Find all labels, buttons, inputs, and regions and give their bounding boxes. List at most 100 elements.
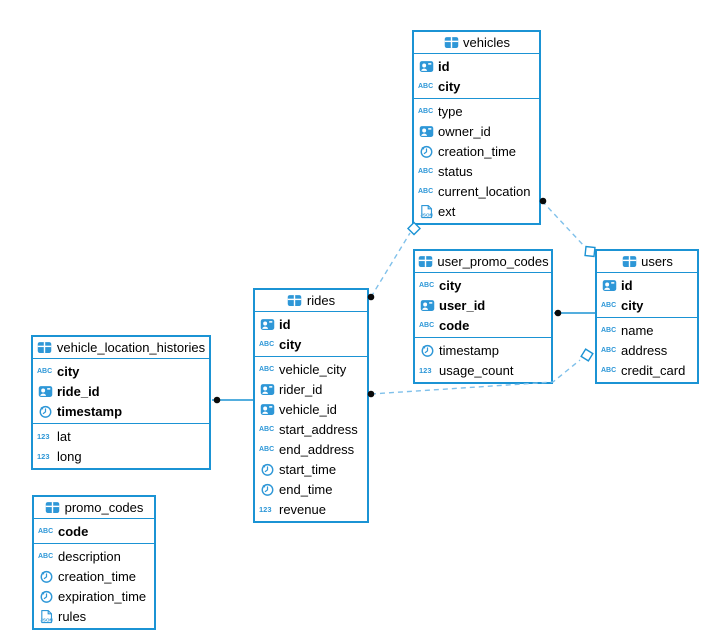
relation-dot-endpoint xyxy=(213,396,221,404)
field-row-creation_time[interactable]: creation_time xyxy=(414,141,539,161)
field-row-description[interactable]: ABC description xyxy=(34,546,154,566)
field-row-id[interactable]: id xyxy=(414,56,539,76)
field-name: ride_id xyxy=(57,383,100,399)
field-name: end_time xyxy=(279,481,333,497)
field-name: lat xyxy=(57,428,71,444)
field-row-city[interactable]: ABC city xyxy=(414,76,539,96)
table-title: rides xyxy=(306,293,336,308)
field-row-ride_id[interactable]: ride_id xyxy=(33,381,209,401)
field-name: start_time xyxy=(279,461,337,477)
field-row-start_time[interactable]: start_time xyxy=(255,459,367,479)
table-title: promo_codes xyxy=(64,500,144,515)
relation-line-vehicles-users[interactable] xyxy=(541,200,586,248)
abc-icon: ABC xyxy=(38,527,54,535)
clock-icon xyxy=(259,482,275,497)
field-row-vehicle_id[interactable]: vehicle_id xyxy=(255,399,367,419)
id-card-icon xyxy=(259,382,275,397)
field-row-timestamp[interactable]: timestamp xyxy=(33,401,209,421)
field-row-name[interactable]: ABC name xyxy=(597,320,697,340)
abc-icon: ABC xyxy=(259,425,275,433)
clock-icon xyxy=(38,589,54,604)
clock-icon xyxy=(38,569,54,584)
table-header[interactable]: user_promo_codes xyxy=(415,251,551,273)
field-row-type[interactable]: ABC type xyxy=(414,101,539,121)
clock-icon xyxy=(259,462,275,477)
field-row-end_time[interactable]: end_time xyxy=(255,479,367,499)
field-row-current_location[interactable]: ABC current_location xyxy=(414,181,539,201)
table-header[interactable]: vehicle_location_histories xyxy=(33,337,209,359)
abc-icon: ABC xyxy=(418,82,434,90)
number-icon: 123 xyxy=(37,451,50,461)
field-name: type xyxy=(438,103,463,119)
field-name: description xyxy=(58,548,121,564)
table-title: vehicle_location_histories xyxy=(56,340,206,355)
field-row-timestamp[interactable]: timestamp xyxy=(415,340,551,360)
id-card-icon xyxy=(37,384,53,399)
relation-dot-endpoint xyxy=(554,309,562,317)
abc-icon: ABC xyxy=(419,321,435,329)
field-name: city xyxy=(438,78,461,94)
id-card-icon xyxy=(259,317,275,332)
field-row-expiration_time[interactable]: expiration_time xyxy=(34,586,154,606)
field-name: status xyxy=(438,163,473,179)
relation-line-rides-vehicles[interactable] xyxy=(370,232,411,298)
abc-icon: ABC xyxy=(419,281,435,289)
number-icon: 123 xyxy=(419,365,432,375)
field-name: current_location xyxy=(438,183,531,199)
field-name: name xyxy=(621,322,654,338)
field-row-id[interactable]: id xyxy=(255,314,367,334)
abc-icon: ABC xyxy=(38,552,54,560)
table-header[interactable]: vehicles xyxy=(414,32,539,54)
id-card-icon xyxy=(418,124,434,139)
field-row-user_id[interactable]: user_id xyxy=(415,295,551,315)
abc-icon: ABC xyxy=(418,187,434,195)
table-header[interactable]: users xyxy=(597,251,697,273)
field-name: creation_time xyxy=(438,143,517,159)
abc-icon: ABC xyxy=(418,107,434,115)
field-row-rider_id[interactable]: rider_id xyxy=(255,379,367,399)
abc-icon: ABC xyxy=(601,326,617,334)
table-header[interactable]: promo_codes xyxy=(34,497,154,519)
abc-icon: ABC xyxy=(601,366,617,374)
field-row-owner_id[interactable]: owner_id xyxy=(414,121,539,141)
field-name: city xyxy=(279,336,302,352)
svg-text:JSON: JSON xyxy=(40,617,52,622)
field-name: end_address xyxy=(279,441,355,457)
field-row-creation_time[interactable]: creation_time xyxy=(34,566,154,586)
relation-diamond-endpoint xyxy=(580,348,594,362)
abc-icon: ABC xyxy=(601,346,617,354)
field-row-id[interactable]: id xyxy=(597,275,697,295)
table-header[interactable]: rides xyxy=(255,290,367,312)
